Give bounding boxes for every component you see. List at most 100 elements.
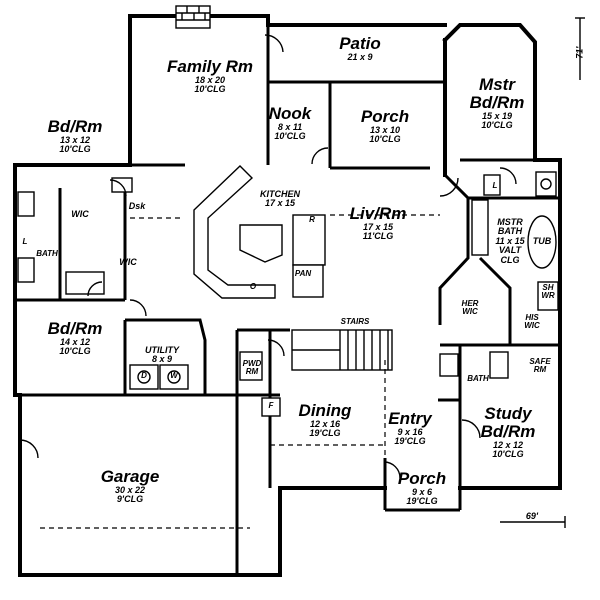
label-washer: W bbox=[170, 371, 178, 380]
label-shower-line1: SH bbox=[542, 283, 554, 292]
room-ceiling: 9'CLG bbox=[116, 494, 144, 505]
room-name: Bd/Rm bbox=[47, 319, 103, 338]
room-ceiling: 19'CLG bbox=[406, 496, 438, 507]
dimension-depth: 71' bbox=[574, 46, 585, 59]
left-bath-fixtures bbox=[17, 177, 133, 295]
room-master: Mstr Bd/Rm 15 x 19 10'CLG bbox=[470, 76, 525, 131]
room-ceiling: 19'CLG bbox=[394, 436, 426, 447]
room-bedroom-2: Bd/Rm 14 x 12 10'CLG bbox=[48, 320, 103, 357]
room-utility: UTILITY 8 x 9 bbox=[145, 345, 179, 365]
room-dims: 8 x 9 bbox=[151, 354, 173, 365]
label-room: RM bbox=[245, 367, 259, 377]
label-shower-line2: WR bbox=[541, 291, 555, 301]
room-name: Nook bbox=[268, 104, 312, 123]
label-powder-room: PWD RM bbox=[242, 359, 262, 377]
room-name-line2: Bd/Rm bbox=[480, 421, 536, 441]
room-ceiling: 19'CLG bbox=[309, 428, 341, 439]
room-name: Family Rm bbox=[167, 57, 253, 76]
label-shower: SH WR bbox=[541, 283, 555, 301]
label-dryer: D bbox=[141, 371, 147, 380]
room-name: Bd/Rm bbox=[47, 117, 103, 136]
label-wic-bottom: WIC bbox=[119, 257, 137, 267]
room-ceiling: 10'CLG bbox=[274, 131, 306, 142]
room-living: Liv/Rm 17 x 15 11'CLG bbox=[350, 205, 407, 242]
dashed-openings bbox=[40, 214, 440, 529]
label-safe-rm: RM bbox=[533, 365, 547, 375]
dimension-markers bbox=[500, 17, 585, 528]
room-dims: 9 x 16 bbox=[397, 426, 423, 437]
room-name: UTILITY bbox=[145, 345, 179, 355]
room-kitchen: KITCHEN 17 x 15 bbox=[260, 189, 300, 209]
room-dims: 9 x 6 bbox=[411, 486, 433, 497]
room-porch-rear: Porch 13 x 10 10'CLG bbox=[361, 108, 409, 145]
room-ceiling: 10'CLG bbox=[481, 120, 513, 131]
label-oven: O bbox=[249, 282, 257, 291]
room-name: Entry bbox=[388, 409, 432, 428]
room-nook: Nook 8 x 11 10'CLG bbox=[269, 105, 312, 142]
room-dims: 17 x 15 bbox=[362, 221, 394, 232]
room-dims: 13 x 12 bbox=[59, 134, 91, 145]
room-patio: Patio 21 x 9 bbox=[339, 35, 381, 62]
room-dims: 30 x 22 bbox=[114, 484, 146, 495]
room-dining: Dining 12 x 16 19'CLG bbox=[299, 402, 352, 439]
room-name: MSTR bbox=[497, 217, 523, 227]
label-furnace: F bbox=[268, 401, 274, 410]
room-garage: Garage 30 x 22 9'CLG bbox=[101, 468, 160, 505]
room-dims: 18 x 20 bbox=[194, 74, 226, 85]
room-name: Study bbox=[484, 404, 532, 423]
dimension-width: 69' bbox=[525, 511, 539, 521]
label-pantry: PAN bbox=[294, 269, 312, 278]
room-dims: 17 x 15 bbox=[264, 198, 296, 209]
interior-walls bbox=[15, 25, 560, 575]
room-ceiling: 11'CLG bbox=[362, 231, 394, 242]
door-swings bbox=[19, 34, 517, 479]
room-ceiling: 10'CLG bbox=[59, 144, 91, 155]
room-ceiling: 10'CLG bbox=[492, 449, 524, 460]
label-her-wic-line2: WIC bbox=[462, 307, 478, 317]
room-name: Porch bbox=[360, 107, 410, 126]
label-safe-room: SAFE RM bbox=[529, 357, 551, 375]
room-name: Dining bbox=[298, 401, 352, 420]
label-powder: PWD bbox=[242, 359, 262, 368]
room-name: Mstr bbox=[479, 75, 515, 94]
label-safe: SAFE bbox=[529, 357, 551, 366]
room-dims: 13 x 10 bbox=[369, 124, 401, 135]
room-name-line2: Bd/Rm bbox=[469, 92, 525, 112]
label-his: HIS bbox=[525, 313, 539, 322]
room-ceiling: 10'CLG bbox=[194, 84, 226, 95]
room-study: Study Bd/Rm 12 x 12 10'CLG bbox=[481, 405, 536, 460]
room-name: KITCHEN bbox=[260, 189, 300, 199]
misc-fixtures bbox=[129, 351, 509, 417]
room-dims: 21 x 9 bbox=[347, 51, 373, 62]
room-master-bath: MSTR BATH 11 x 15 VALT CLG bbox=[495, 217, 525, 265]
fireplace bbox=[175, 5, 211, 29]
room-name: Liv/Rm bbox=[349, 204, 407, 223]
room-family: Family Rm 18 x 20 10'CLG bbox=[167, 58, 253, 95]
label-her: HER bbox=[461, 299, 479, 308]
room-dims: 11 x 15 bbox=[495, 235, 525, 246]
label-wic-top: WIC bbox=[71, 209, 89, 219]
label-linen-right: L bbox=[492, 181, 498, 190]
room-ceiling-line2: CLG bbox=[500, 254, 520, 265]
room-dims: 14 x 12 bbox=[59, 336, 91, 347]
room-ceiling: 10'CLG bbox=[369, 134, 401, 145]
stairs bbox=[291, 329, 393, 371]
room-bedroom-1: Bd/Rm 13 x 12 10'CLG bbox=[48, 118, 103, 155]
label-refrigerator: R bbox=[309, 215, 315, 224]
room-name: Patio bbox=[339, 34, 381, 53]
room-porch-front: Porch 9 x 6 19'CLG bbox=[398, 470, 446, 507]
room-ceiling: 10'CLG bbox=[59, 346, 91, 357]
room-dims: 12 x 16 bbox=[309, 418, 341, 429]
label-desk: Dsk bbox=[128, 201, 146, 211]
label-tub: TUB bbox=[532, 236, 552, 246]
room-name-line2: BATH bbox=[497, 226, 523, 237]
label-bath-right: BATH bbox=[467, 374, 489, 383]
room-entry: Entry 9 x 16 19'CLG bbox=[388, 410, 431, 447]
label-his-wic: HIS WIC bbox=[524, 313, 540, 331]
label-bath-left: BATH bbox=[36, 249, 58, 258]
label-her-wic: HER WIC bbox=[461, 299, 479, 317]
room-name: Porch bbox=[397, 469, 447, 488]
label-his-wic-line2: WIC bbox=[524, 321, 540, 331]
kitchen-counters bbox=[193, 165, 326, 299]
